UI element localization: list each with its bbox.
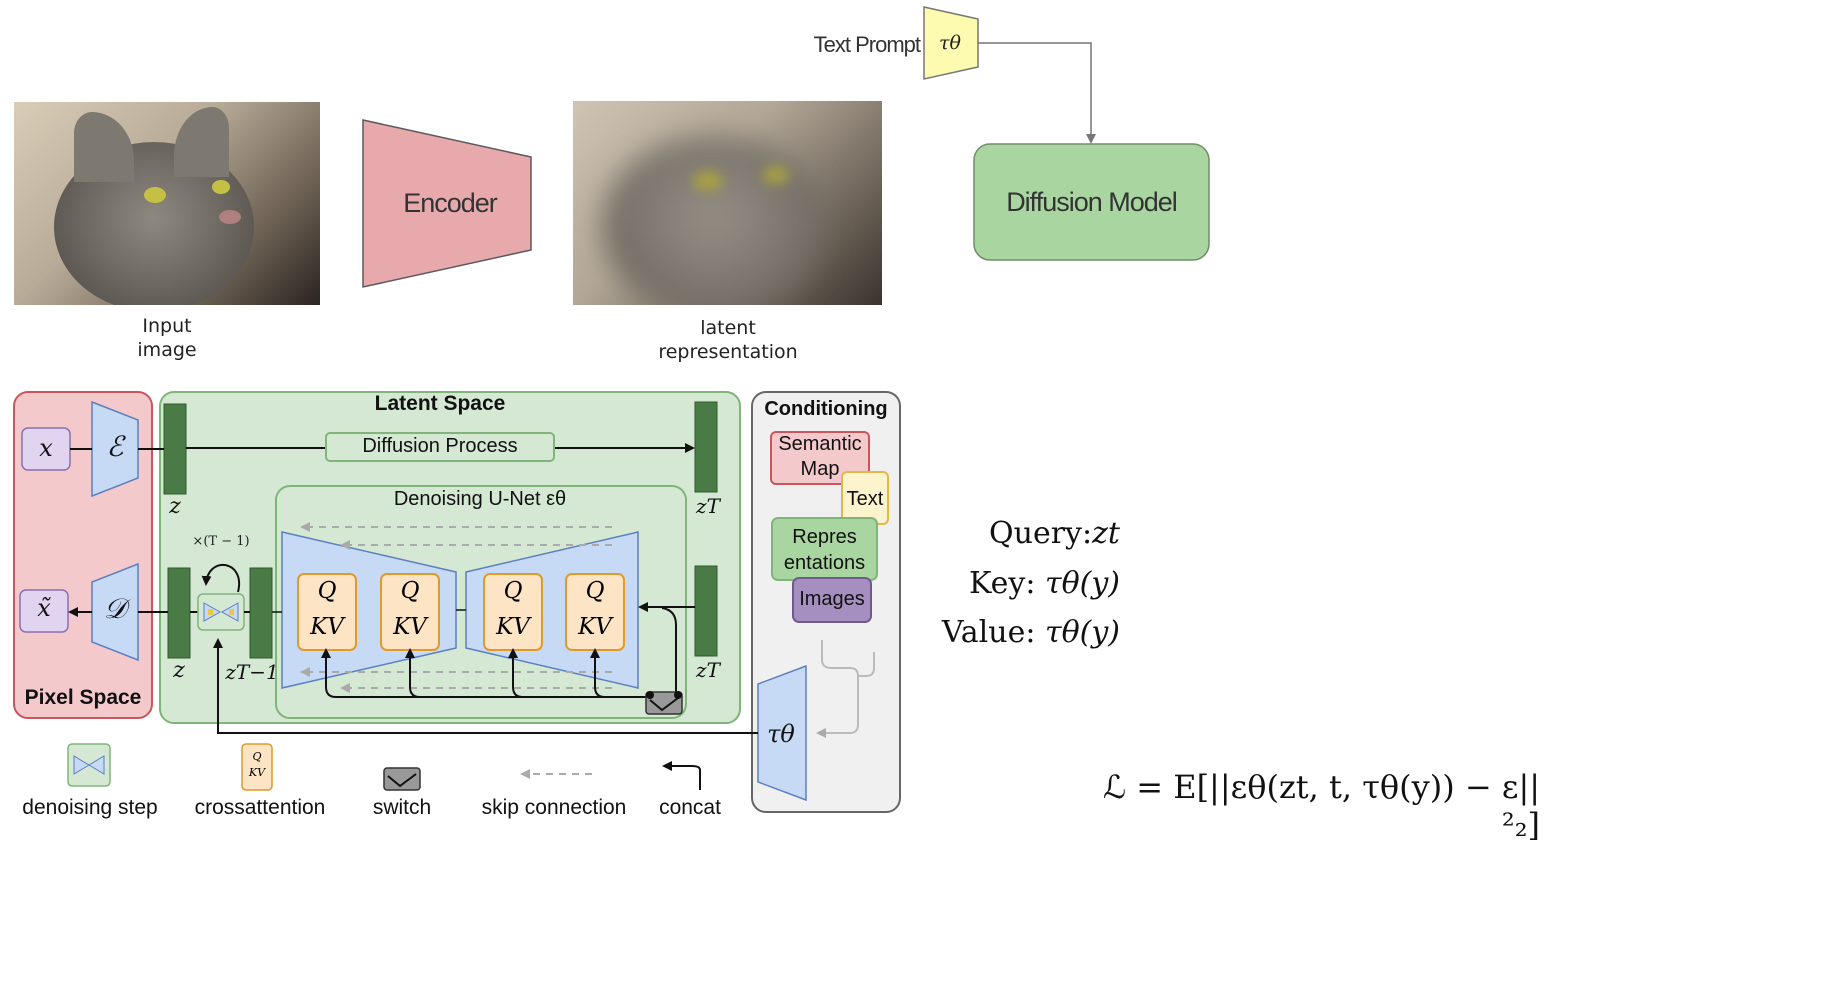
key-row: Key: τθ(y) [900,566,1120,601]
z-bar-top [163,403,187,495]
key-value: τθ(y) [1044,566,1120,601]
legend-switch-label: switch [372,796,432,819]
decoder-symbol: 𝒟 [103,592,127,625]
cond-to-qkv-3 [508,648,524,698]
images-box [792,577,872,623]
latent-image-caption: latent representation [658,317,798,363]
legend-skip-connection-label: skip connection [481,796,627,819]
legend-concat-label: concat [659,796,721,819]
latent-image [573,101,882,305]
tau-to-step-path [213,638,758,734]
legend-denoising-step-label: denoising step [22,796,158,819]
diffusion-model-box [973,143,1210,261]
legend-crossattention-label: crossattention [194,796,326,819]
input-image-caption: Input image [137,315,197,361]
z-label-bottom: z [173,658,185,683]
value-label: Value: [941,615,1036,650]
ldm-encoder-trapezoid [91,400,139,498]
diffusion-process-label: Diffusion Process [362,435,518,457]
legend-qkv-kv: KV [248,766,266,779]
query-label: Query: [989,516,1093,551]
repeat-loop-arrow [201,563,241,593]
loss-formula: ℒ = E[||εθ(zt, t, τθ(y)) − ε||²₂] [1103,768,1540,844]
images-label: Images [799,588,865,610]
value-row: Value: τθ(y) [900,615,1120,650]
cond-items-merge [816,640,859,738]
qkv-4-kv: KV [578,614,612,640]
legend-qkv-q: Q [252,750,262,763]
switch-box [645,691,683,715]
qkv-4-q: Q [585,578,605,604]
zT-bar-top [694,401,718,493]
concat-path [661,607,677,697]
cond-to-qkv-1 [321,648,648,698]
z-label-top: z [169,494,181,519]
qkv-2-q: Q [400,578,420,604]
representations-label: Repres entations [783,526,866,574]
text-encoder-symbol: τθ [939,32,961,54]
text-label: Text [846,488,884,510]
encoder-label: Encoder [403,188,498,218]
encoder-trapezoid [362,119,532,288]
qkv-2-kv: KV [393,614,427,640]
query-row: Query:zt [940,516,1120,551]
unet-label: Denoising U-Net εθ [393,488,567,510]
zT1-label: zT−1 [225,660,279,684]
encoder-symbol: ℰ [106,430,124,463]
cond-to-qkv-2 [405,648,421,698]
conditioning-title: Conditioning [764,398,888,420]
diffusion-model-label: Diffusion Model [1006,187,1178,217]
zT-label-top: zT [696,494,720,518]
x-tilde-symbol: x̃ [37,594,51,622]
qkv-1-q: Q [317,578,337,604]
ldm-decoder-trapezoid [91,562,139,662]
tau-theta-trapezoid [757,664,807,802]
z-bar-bottom [167,567,191,659]
qkv-3-kv: KV [496,614,530,640]
zT-bar-bottom [694,565,718,657]
legend-crossattention-icon [241,743,273,791]
pixel-space-title: Pixel Space [24,686,142,709]
semantic-map-box [770,431,870,485]
prompt-arrow-head [1086,134,1096,144]
qkv-3-q: Q [503,578,523,604]
text-prompt-label: Text Prompt [813,32,921,57]
prompt-arrow-line [978,42,1092,136]
value-value: τθ(y) [1044,615,1120,650]
legend-concat-icon [662,761,701,790]
tau-theta-symbol: τθ [767,720,795,748]
diffusion-process-box [325,432,555,462]
latent-space-title: Latent Space [374,392,506,415]
key-label: Key: [969,566,1036,601]
x-symbol: x [39,434,53,462]
legend-switch-icon [383,767,421,791]
repeat-label: ×(T − 1) [192,534,250,549]
query-value: zt [1092,516,1120,551]
cond-to-qkv-4 [590,648,606,698]
text-encoder-trapezoid [923,6,979,80]
zT-label-bottom: zT [696,658,720,682]
qkv-1-kv: KV [310,614,344,640]
zT1-bar [249,567,273,659]
input-image [14,102,320,305]
semantic-map-label: Semantic Map [778,433,862,480]
